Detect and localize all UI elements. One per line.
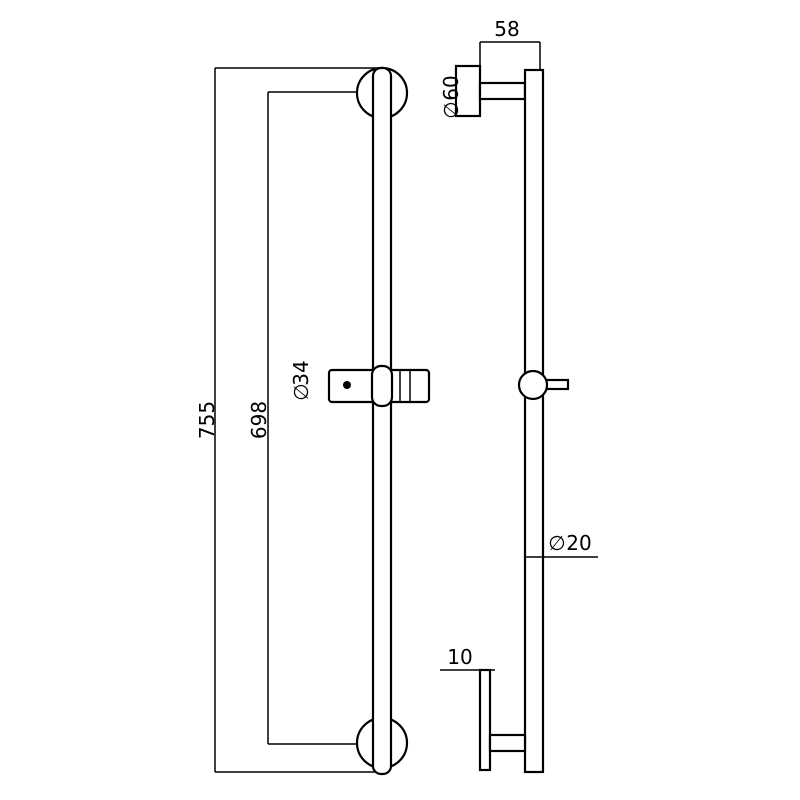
dimension-label-698: 698 [247,401,271,439]
diameter-symbol-20: ∅ [548,531,565,555]
rail-bar-front [371,66,393,776]
dimension-20: ∅ 20 [525,531,598,558]
side-view: 58 ∅ 60 ∅ 20 10 [439,17,598,774]
dimension-10: 10 [440,645,495,671]
bottom-wall-flange-side [478,668,492,772]
front-view: 755 698 ∅ [195,66,431,776]
dimension-755: 755 [195,67,380,773]
top-arm-side [478,81,527,101]
slider-screw-icon [343,381,351,389]
dimension-label-20: 20 [566,531,591,555]
top-wall-flange-side [454,64,482,118]
diameter-symbol-34: ∅ [289,383,313,400]
dimension-label-10: 10 [447,645,472,669]
slider-holder-front [327,364,431,408]
dimension-34: ∅ 34 [289,360,313,400]
dimension-698: 698 [247,91,362,745]
dimension-label-58: 58 [494,17,519,41]
dimension-60: ∅ 60 [439,75,463,118]
bottom-arm-side [488,733,527,753]
dimension-label-60: 60 [439,75,463,100]
dimension-58: 58 [479,17,541,70]
dimension-label-34: 34 [289,360,313,385]
diameter-symbol-60: ∅ [439,101,463,118]
slider-side [517,369,570,401]
rail-bar-side [523,68,545,774]
dimension-label-755: 755 [195,401,219,439]
